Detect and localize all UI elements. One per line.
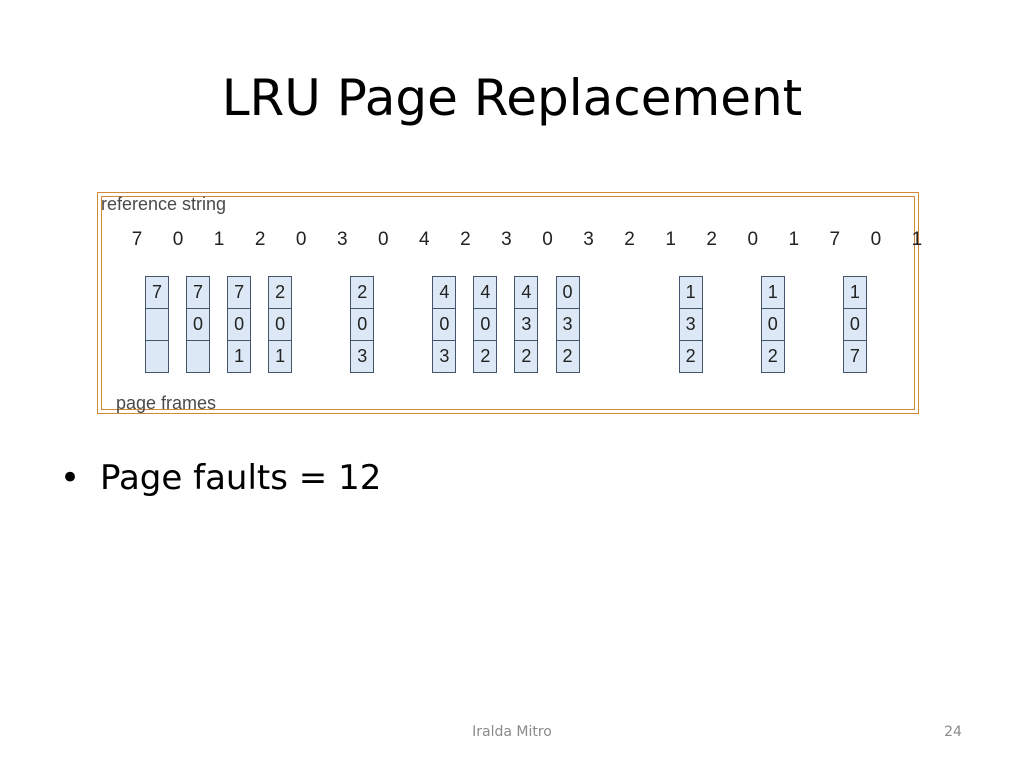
frame-cell: 1 (227, 340, 252, 373)
reference-value: 3 (501, 229, 512, 250)
frame-cell: 2 (555, 340, 580, 373)
reference-value: 0 (542, 229, 553, 250)
frame-cell: 7 (842, 340, 867, 373)
frame-cell: 1 (842, 276, 867, 309)
frame-cell: 2 (473, 340, 498, 373)
reference-value: 4 (419, 229, 430, 250)
frame-cell: 0 (842, 308, 867, 341)
frame-cell (186, 340, 211, 373)
page-frames-label: page frames (116, 393, 217, 413)
frame-cell: 3 (350, 340, 375, 373)
frame-cell: 4 (432, 276, 457, 309)
frame-cell: 3 (432, 340, 457, 373)
reference-value: 1 (665, 229, 676, 250)
frame-cell: 0 (760, 308, 785, 341)
lru-diagram (97, 192, 919, 414)
frame-cell: 7 (145, 276, 169, 309)
frame-cell: 4 (514, 276, 539, 309)
frame-cell: 1 (760, 276, 785, 309)
reference-value: 2 (706, 229, 717, 250)
reference-value: 7 (829, 229, 841, 250)
reference-value: 0 (295, 229, 307, 250)
diagram-inner-border (101, 196, 915, 410)
reference-value: 3 (336, 229, 348, 250)
reference-value: 0 (172, 229, 184, 250)
frame-cell: 0 (432, 308, 457, 341)
frame-cell: 3 (514, 308, 539, 341)
slide-title: LRU Page Replacement (221, 69, 803, 127)
reference-value: 2 (624, 229, 635, 250)
reference-value: 1 (911, 229, 923, 250)
frame-cell (145, 308, 169, 341)
frame-cell: 7 (186, 276, 211, 309)
frame-cell: 4 (473, 276, 498, 309)
page-number: 24 (944, 724, 962, 740)
reference-value: 1 (213, 229, 225, 250)
frame-cell: 3 (678, 308, 703, 341)
reference-value: 2 (254, 229, 266, 250)
frame-cell: 0 (268, 308, 293, 341)
frame-cell: 2 (760, 340, 785, 373)
reference-string-label: reference string (101, 194, 227, 214)
frame-cell: 0 (227, 308, 252, 341)
frame-cell: 1 (678, 276, 703, 309)
frame-cell: 1 (268, 340, 293, 373)
frame-cell: 2 (268, 276, 293, 309)
frame-cell: 0 (555, 276, 580, 309)
frame-cell: 2 (678, 340, 703, 373)
reference-value: 0 (747, 229, 759, 250)
frame-cell: 0 (350, 308, 375, 341)
reference-value: 7 (131, 229, 143, 250)
reference-value: 2 (460, 229, 471, 250)
reference-value: 0 (378, 229, 389, 250)
frame-cell: 2 (514, 340, 539, 373)
frame-cell: 7 (227, 276, 252, 309)
frame-cell: 3 (555, 308, 580, 341)
page-faults-text: Page faults = 12 (100, 458, 382, 498)
frame-cell: 0 (186, 308, 211, 341)
bullet-dot: • (60, 458, 81, 498)
frame-cell (145, 340, 169, 373)
footer-author: Iralda Mitro (472, 724, 552, 740)
reference-value: 0 (870, 229, 882, 250)
reference-value: 1 (788, 229, 800, 250)
frame-cell: 2 (350, 276, 375, 309)
frame-cell: 0 (473, 308, 498, 341)
frame-column: 7 (145, 276, 169, 373)
reference-value: 3 (583, 229, 594, 250)
